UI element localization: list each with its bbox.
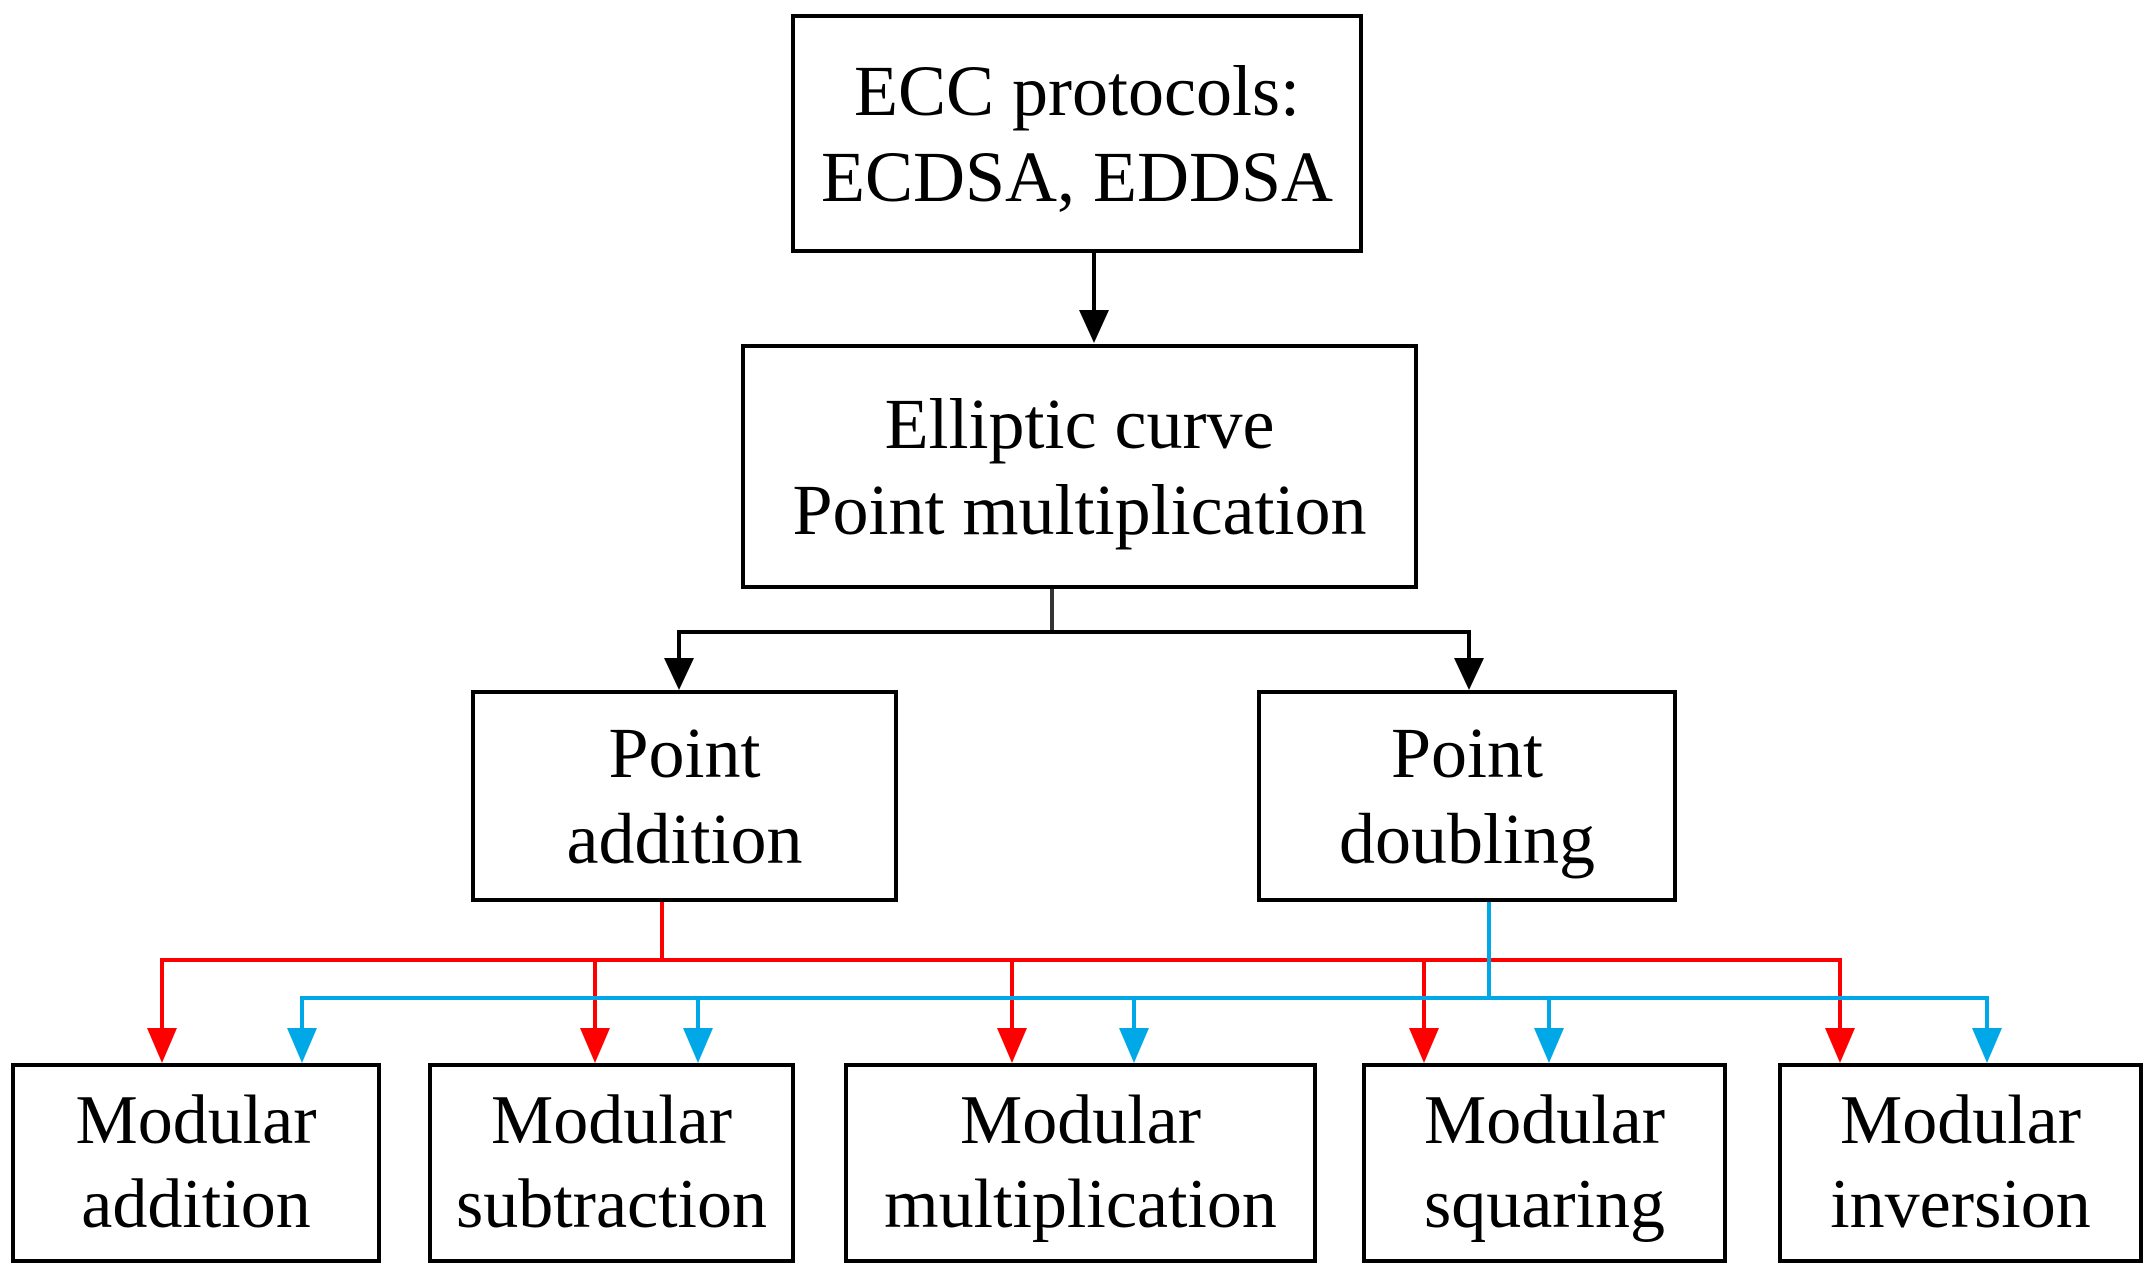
ecc-protocols-line2: ECDSA, EDDSA (820, 136, 1334, 217)
arrow-ecc-to-point-multiplication (1079, 253, 1109, 343)
ecc-protocols-line1: ECC protocols: (854, 50, 1300, 131)
arrow-point-multiplication-branch (664, 589, 1484, 690)
point-multiplication-line2: Point multiplication (792, 469, 1367, 550)
point-doubling-box: Point doubling (1257, 690, 1677, 902)
point-doubling-line2: doubling (1338, 799, 1595, 879)
modular-multiplication-line1: Modular (959, 1082, 1202, 1159)
modular-squaring-box: Modular squaring (1362, 1063, 1727, 1263)
point-addition-line2: addition (566, 799, 803, 879)
modular-squaring-line1: Modular (1423, 1082, 1666, 1159)
modular-inversion-line1: Modular (1839, 1082, 2082, 1159)
point-doubling-line1: Point (1390, 713, 1544, 793)
modular-addition-box: Modular addition (11, 1063, 381, 1263)
modular-inversion-line2: inversion (1830, 1166, 2091, 1243)
modular-addition-line2: addition (81, 1166, 311, 1243)
modular-inversion-box: Modular inversion (1778, 1063, 2143, 1263)
point-addition-box: Point addition (471, 690, 898, 902)
modular-multiplication-line2: multiplication (884, 1166, 1277, 1243)
ecc-protocols-box: ECC protocols: ECDSA, EDDSA (791, 14, 1363, 253)
modular-subtraction-line1: Modular (490, 1082, 733, 1159)
modular-subtraction-box: Modular subtraction (428, 1063, 795, 1263)
modular-squaring-line2: squaring (1423, 1166, 1666, 1243)
modular-multiplication-box: Modular multiplication (844, 1063, 1317, 1263)
arrows-point-addition-to-modular-ops (147, 902, 1855, 1063)
point-multiplication-box: Elliptic curve Point multiplication (741, 344, 1418, 589)
modular-subtraction-line2: subtraction (455, 1166, 768, 1243)
modular-addition-line1: Modular (75, 1082, 317, 1159)
point-addition-line1: Point (608, 713, 761, 793)
point-multiplication-line1: Elliptic curve (884, 383, 1275, 464)
arrows-point-doubling-to-modular-ops (287, 902, 2002, 1063)
